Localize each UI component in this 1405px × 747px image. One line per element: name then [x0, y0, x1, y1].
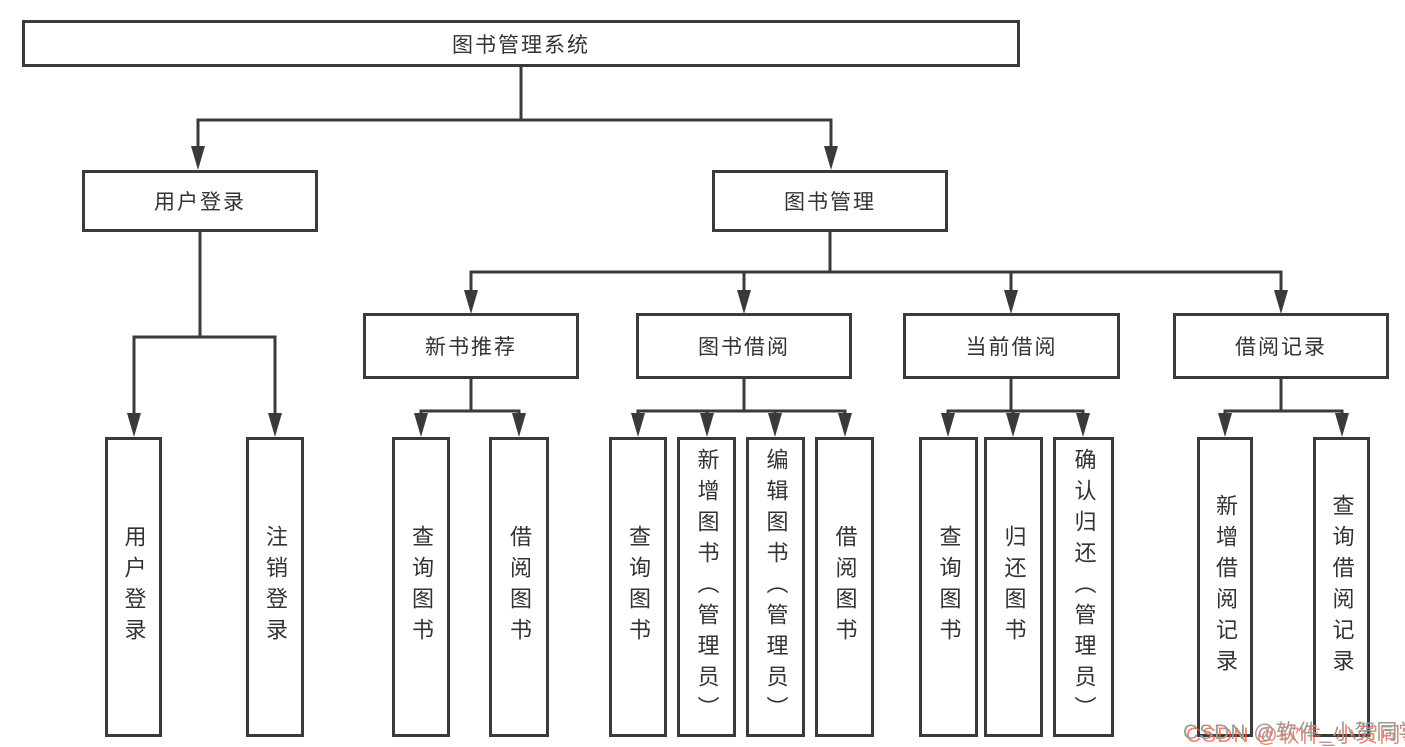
leaf-borrow-books-2-label: 借阅图书 — [832, 525, 858, 649]
leaf-return-book-label: 归还图书 — [1001, 525, 1027, 649]
leaf-query-borrow-record: 查询借阅记录 — [1313, 437, 1370, 737]
connector-level2-split — [196, 118, 833, 148]
node-book-management: 图书管理 — [712, 170, 948, 232]
leaf-user-login: 用户登录 — [105, 437, 162, 737]
connector-user-login-split — [132, 335, 277, 415]
node-borrow-records-label: 借阅记录 — [1235, 336, 1327, 359]
leaf-query-books-2-label: 查询图书 — [626, 525, 651, 649]
node-current-borrow: 当前借阅 — [903, 313, 1120, 379]
node-user-login-label: 用户登录 — [154, 191, 246, 214]
leaf-edit-book-admin-label: 编辑图书（管理员） — [763, 447, 789, 727]
node-book-management-label: 图书管理 — [784, 191, 876, 214]
leaf-borrow-books-1-label: 借阅图书 — [507, 525, 532, 649]
leaf-return-book: 归还图书 — [984, 437, 1043, 737]
connector-new-book-split — [419, 409, 521, 415]
node-root-label: 图书管理系统 — [452, 33, 590, 57]
node-current-borrow-label: 当前借阅 — [965, 336, 1058, 359]
node-root: 图书管理系统 — [22, 20, 1020, 67]
connector-level3-split — [469, 270, 1283, 292]
leaf-query-books-1: 查询图书 — [392, 437, 450, 737]
leaf-user-login-label: 用户登录 — [121, 525, 147, 649]
leaf-add-borrow-record: 新增借阅记录 — [1197, 437, 1253, 737]
leaf-borrow-books-1: 借阅图书 — [489, 437, 549, 737]
connector-borrow-records-split — [1223, 409, 1344, 415]
leaf-logout-login: 注销登录 — [246, 437, 304, 737]
leaf-edit-book-admin: 编辑图书（管理员） — [746, 437, 805, 737]
leaf-query-books-2: 查询图书 — [609, 437, 667, 737]
arrowheads — [127, 146, 1349, 437]
node-book-borrow-label: 图书借阅 — [698, 336, 790, 359]
leaf-add-borrow-record-label: 新增借阅记录 — [1213, 494, 1238, 680]
leaf-query-borrow-record-label: 查询借阅记录 — [1329, 494, 1355, 680]
leaf-query-books-1-label: 查询图书 — [409, 525, 434, 649]
leaf-logout-login-label: 注销登录 — [263, 525, 288, 649]
leaf-confirm-return-admin: 确认归还（管理员） — [1053, 437, 1114, 737]
node-new-book-recommend-label: 新书推荐 — [425, 336, 517, 359]
connector-book-borrow-split — [636, 409, 847, 415]
leaf-add-book-admin-label: 新增图书（管理员） — [694, 447, 720, 727]
leaf-add-book-admin: 新增图书（管理员） — [677, 437, 736, 737]
leaf-query-books-3: 查询图书 — [919, 437, 978, 737]
node-borrow-records: 借阅记录 — [1173, 313, 1389, 379]
watermark: CSDN @软件_小贺同学 — [1183, 721, 1405, 744]
node-new-book-recommend: 新书推荐 — [363, 313, 579, 379]
leaf-borrow-books-2: 借阅图书 — [815, 437, 874, 737]
node-user-login: 用户登录 — [82, 170, 318, 232]
node-book-borrow: 图书借阅 — [636, 313, 852, 379]
leaf-query-books-3-label: 查询图书 — [936, 525, 962, 649]
leaf-confirm-return-admin-label: 确认归还（管理员） — [1071, 447, 1097, 727]
